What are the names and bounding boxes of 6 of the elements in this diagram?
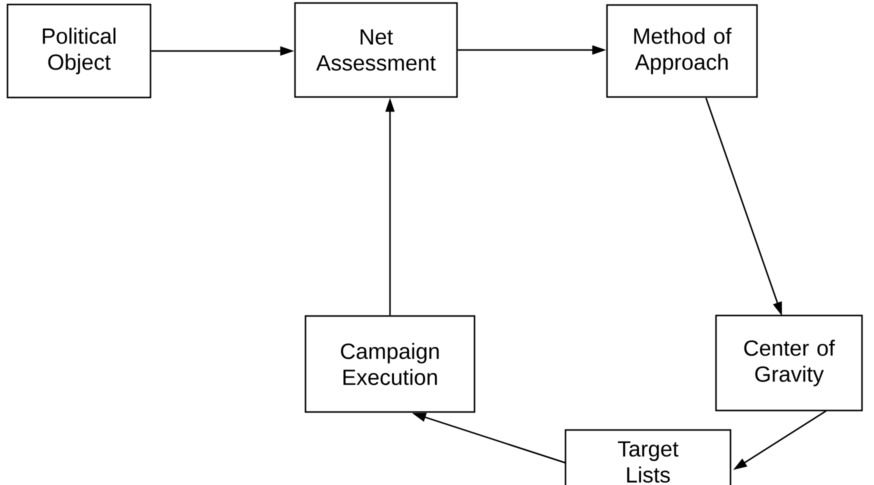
process-box: Campaign Execution bbox=[304, 315, 476, 413]
process-box: Center of Gravity bbox=[715, 314, 863, 412]
process-box: Target Lists bbox=[564, 429, 732, 485]
process-box: Political Object bbox=[6, 4, 152, 98]
process-box: Net Assessment bbox=[294, 2, 458, 98]
process-box: Method of Approach bbox=[606, 4, 758, 98]
